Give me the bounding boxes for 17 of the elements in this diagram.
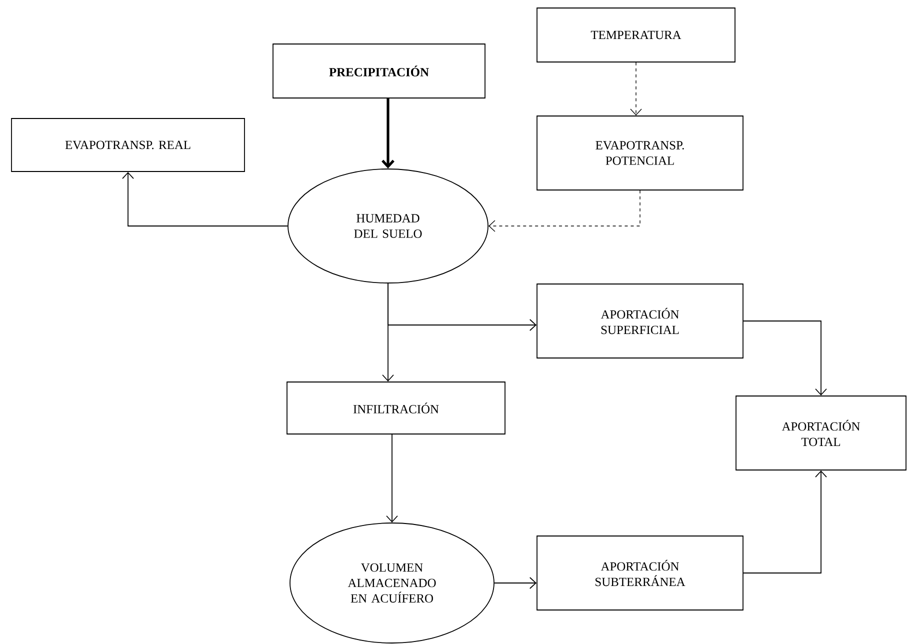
process-box: APORTACIÓN SUBTERRÁNEA [536,536,744,610]
arrow [382,98,394,169]
process-box: APORTACIÓN TOTAL [736,396,906,470]
arrow [488,190,640,232]
process-box: TEMPERATURA [536,8,736,62]
process-box: PRECIPITACIÓN [272,44,486,98]
arrow [743,470,827,574]
arrow [630,62,642,116]
process-box: APORTACIÓN SUPERFICIAL [536,284,744,358]
process-box: INFILTRACIÓN [286,382,506,434]
process-box: EVAPOTRANSP. POTENCIAL [536,116,744,190]
arrow [122,172,288,226]
arrow [382,283,394,382]
arrow [494,577,537,589]
arrow [743,320,827,396]
process-box: EVAPOTRANSP. REAL [11,118,245,172]
arrow [386,434,398,523]
